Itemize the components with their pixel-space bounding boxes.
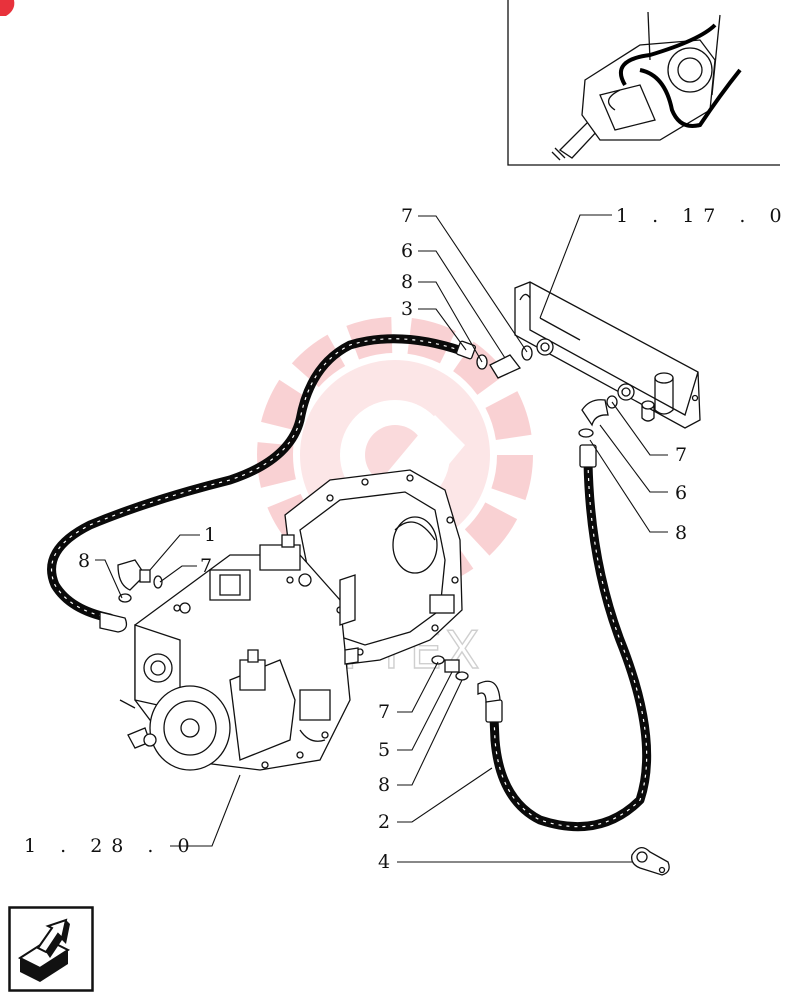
fitting-elbow-right [578, 395, 618, 438]
reference-lower: 1 . 28 . 0 [24, 835, 199, 857]
clamp-4 [631, 847, 670, 876]
callout-7-left: 7 [200, 555, 212, 577]
fitting-5 [431, 655, 469, 681]
callout-8-right: 8 [675, 522, 687, 544]
callout-3: 3 [401, 298, 413, 320]
fitting-1 [117, 559, 163, 603]
tractor-transmission-overview-icon [551, 11, 742, 161]
overview-inset [507, 0, 780, 166]
callout-1: 1 [204, 524, 216, 546]
callout-7-right: 7 [675, 444, 687, 466]
hose-3 [47, 334, 476, 633]
callout-6-right: 6 [675, 482, 687, 504]
callout-6-top: 6 [401, 240, 413, 262]
callout-8-left: 8 [78, 550, 90, 572]
hose-2 [477, 444, 652, 832]
callout-5: 5 [378, 739, 390, 761]
arrow-next-page-icon [8, 906, 94, 992]
callout-8-mid: 8 [378, 774, 390, 796]
oil-cooler-bracket [514, 281, 701, 429]
callout-8-top: 8 [401, 271, 413, 293]
corner-marker-icon [0, 0, 15, 16]
callout-2: 2 [378, 811, 390, 833]
next-page-button[interactable] [8, 906, 94, 992]
reference-upper: 1 . 17 . 0 [616, 205, 788, 227]
callout-7-top: 7 [401, 205, 413, 227]
callout-4: 4 [378, 851, 390, 873]
callout-7-mid: 7 [378, 701, 390, 723]
transmission-housing [119, 469, 463, 771]
leader-lines [95, 214, 668, 863]
